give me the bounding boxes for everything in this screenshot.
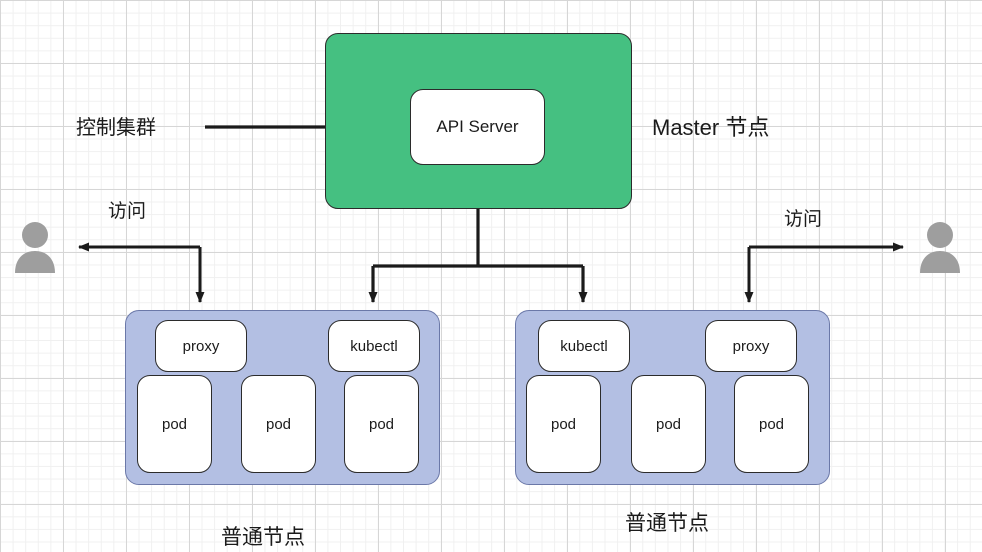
user-icon[interactable] <box>916 221 964 273</box>
master-node-group[interactable] <box>325 33 632 209</box>
node-right-pod-2[interactable]: pod <box>631 375 706 473</box>
master-node-label: Master 节点 <box>652 115 770 140</box>
node-left-pod-3[interactable]: pod <box>344 375 419 473</box>
control-cluster-label: 控制集群 <box>76 117 156 139</box>
node-left-service-proxy-label: proxy <box>182 337 220 355</box>
node-right-pod-3[interactable]: pod <box>734 375 809 473</box>
api-server-label: API Server <box>436 117 519 136</box>
node-left-pod-1[interactable]: pod <box>137 375 212 473</box>
node-left-pod-2[interactable]: pod <box>241 375 316 473</box>
node-right-pod-1-label: pod <box>550 415 577 433</box>
node-left-pod-3-label: pod <box>368 415 395 433</box>
node-left-service-proxy[interactable]: proxy <box>155 320 247 372</box>
node-right-service-kubectl-label: kubectl <box>560 337 608 355</box>
node-left-service-kubectl[interactable]: kubectl <box>328 320 420 372</box>
node-left-pod-1-label: pod <box>161 415 188 433</box>
node-right-service-proxy[interactable]: proxy <box>705 320 797 372</box>
api-server-box[interactable]: API Server <box>410 89 545 165</box>
worker-node-left-caption: 普通节点 <box>221 526 305 549</box>
node-left-service-kubectl-label: kubectl <box>350 337 398 355</box>
node-right-service-kubectl[interactable]: kubectl <box>538 320 630 372</box>
access-label-right: 访问 <box>784 209 823 230</box>
node-right-pod-1[interactable]: pod <box>526 375 601 473</box>
access-label-left: 访问 <box>108 201 147 222</box>
user-icon[interactable] <box>11 221 59 273</box>
node-right-service-proxy-label: proxy <box>732 337 770 355</box>
worker-node-right-caption: 普通节点 <box>625 512 709 535</box>
node-right-pod-3-label: pod <box>758 415 785 433</box>
node-left-pod-2-label: pod <box>265 415 292 433</box>
node-right-pod-2-label: pod <box>655 415 682 433</box>
